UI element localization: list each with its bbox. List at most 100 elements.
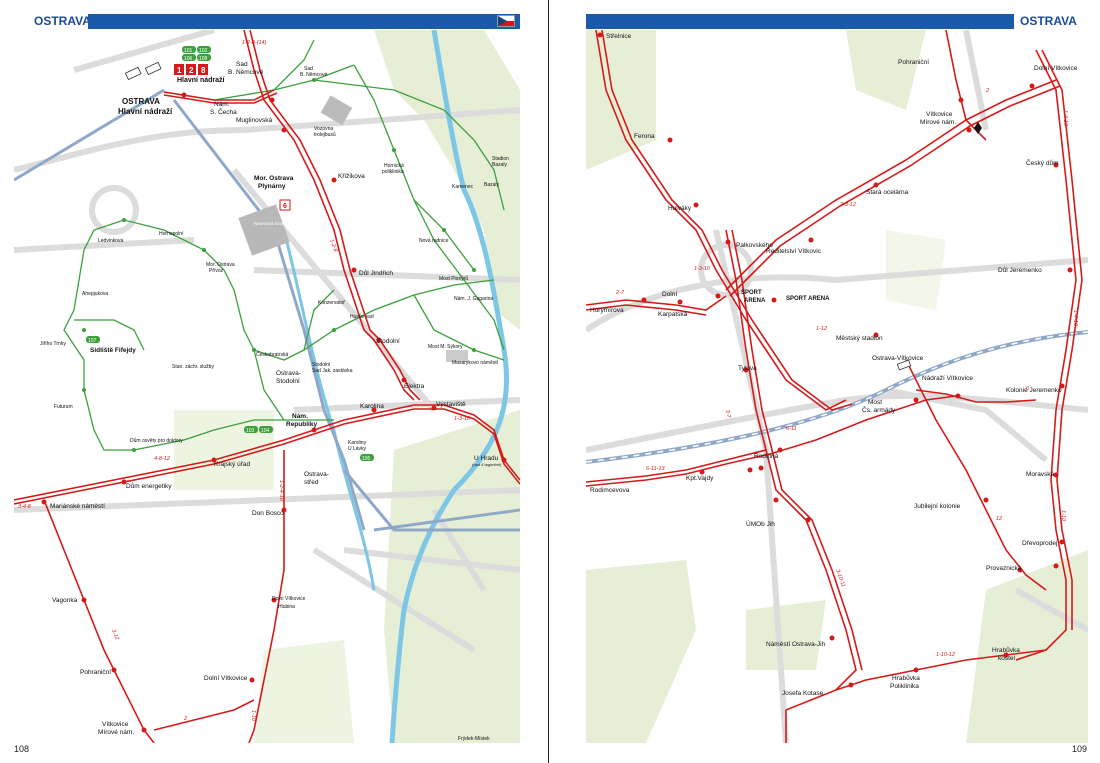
svg-text:Dolní Vítkovice: Dolní Vítkovice — [1034, 65, 1078, 72]
svg-text:1-10: 1-10 — [1060, 510, 1066, 522]
svg-text:2: 2 — [183, 716, 187, 722]
svg-text:Hrabůvka: Hrabůvka — [992, 646, 1020, 654]
left-map-svg: Nerezová Kiosk — [14, 30, 520, 743]
svg-text:SPORT: SPORT — [741, 290, 762, 296]
park-area — [586, 30, 656, 170]
svg-text:106: 106 — [184, 56, 193, 62]
svg-text:Dolní Vítkovice: Dolní Vítkovice — [272, 596, 306, 602]
tram-lines — [586, 30, 1083, 743]
building-block — [446, 350, 468, 362]
railway — [586, 330, 1088, 464]
svg-text:Náměstí Ostrava-Jih: Náměstí Ostrava-Jih — [766, 641, 826, 648]
svg-text:Hornopolní: Hornopolní — [159, 231, 184, 237]
river-ostravice — [282, 229, 376, 591]
svg-text:Vozovna: Vozovna — [314, 126, 333, 132]
svg-text:U Hradu: U Hradu — [474, 455, 499, 462]
left-page: OSTRAVA — [0, 0, 548, 763]
tram-badge-8 — [198, 64, 208, 75]
svg-text:1-10-12: 1-10-12 — [936, 652, 955, 658]
svg-text:12: 12 — [996, 516, 1002, 522]
svg-text:Vítkovice: Vítkovice — [926, 111, 953, 118]
svg-text:Karpatská: Karpatská — [658, 311, 688, 318]
svg-text:1-4-10: 1-4-10 — [1072, 310, 1078, 327]
svg-text:Tylova: Tylova — [738, 365, 757, 372]
svg-text:Ledvinkova: Ledvinkova — [98, 238, 124, 244]
svg-text:101: 101 — [184, 48, 193, 54]
train-station-icon — [124, 61, 162, 81]
svg-text:Vagonka: Vagonka — [52, 597, 78, 604]
park-area — [174, 410, 274, 490]
stop-dots — [41, 92, 507, 733]
building-block — [238, 204, 290, 256]
right-city-title: OSTRAVA — [1020, 14, 1077, 28]
svg-text:4-8-12: 4-8-12 — [154, 456, 170, 462]
svg-text:OSTRAVA: OSTRAVA — [122, 97, 160, 106]
route-number-labels: 2-3-12 1-4-10 2 6 1-12 1-4-10 6-11 12 1-… — [615, 88, 1078, 658]
svg-text:2-3-12: 2-3-12 — [839, 202, 856, 208]
svg-text:1-2-8: 1-2-8 — [328, 239, 338, 254]
svg-text:6: 6 — [283, 203, 287, 210]
svg-text:3-12: 3-12 — [110, 629, 120, 641]
svg-text:Bazaly: Bazaly — [484, 182, 500, 188]
svg-text:Mor. Ostrava: Mor. Ostrava — [254, 175, 294, 182]
park-area — [886, 230, 946, 310]
svg-text:Mor. Ostrava: Mor. Ostrava — [206, 262, 235, 268]
svg-text:102: 102 — [199, 48, 208, 54]
landmark-label: Nerezová Kiosk — [254, 221, 286, 226]
svg-text:Sad Jak. zastávka: Sad Jak. zastávka — [312, 368, 353, 374]
right-page: OSTRAVA — [552, 0, 1100, 763]
svg-text:107: 107 — [88, 338, 97, 344]
park-area — [384, 410, 520, 743]
right-page-number: 109 — [1072, 744, 1088, 754]
svg-text:Elektra: Elektra — [404, 383, 425, 390]
left-page-number: 108 — [14, 744, 30, 754]
svg-text:1-2-4-10: 1-2-4-10 — [278, 480, 284, 502]
svg-text:Bazaly: Bazaly — [492, 162, 508, 168]
svg-text:(nad 4 tagoritmi): (nad 4 tagoritmi) — [472, 462, 502, 467]
svg-text:Hornická: Hornická — [384, 163, 404, 169]
svg-text:Městský stadion: Městský stadion — [836, 335, 883, 342]
svg-text:Dolní Vítkovice: Dolní Vítkovice — [204, 675, 248, 682]
svg-text:Horymírova: Horymírova — [590, 307, 624, 314]
svg-text:Čs. armády: Čs. armády — [862, 405, 896, 414]
svg-text:Ostrava-Vítkovice: Ostrava-Vítkovice — [872, 355, 924, 362]
svg-text:Dřevoprodej: Dřevoprodej — [1022, 540, 1057, 547]
svg-text:Stodolní: Stodolní — [376, 338, 400, 345]
svg-text:kostel: kostel — [998, 655, 1016, 662]
svg-text:Mírové nám.: Mírové nám. — [98, 729, 134, 736]
left-map: Nerezová Kiosk — [14, 30, 520, 743]
right-header-bar — [586, 14, 1014, 29]
svg-text:Mariánské náměstí: Mariánské náměstí — [50, 503, 105, 510]
svg-text:Stodolní: Stodolní — [312, 362, 331, 368]
diamond-icon — [974, 122, 982, 134]
tram-badge-1 — [174, 64, 184, 75]
svg-text:Ahepjukova: Ahepjukova — [82, 291, 108, 297]
svg-text:Výstaviště: Výstaviště — [436, 401, 466, 408]
svg-text:1-12: 1-12 — [816, 326, 827, 332]
svg-text:Stan. záchr. služby: Stan. záchr. služby — [172, 364, 214, 370]
svg-text:Ferona: Ferona — [634, 133, 655, 140]
svg-text:Most Pionýrů: Most Pionýrů — [439, 275, 468, 282]
park-area — [746, 600, 826, 670]
stop-labels: Střelnice Pohraniční Dolní Vítkovice Vít… — [590, 33, 1078, 697]
left-city-title: OSTRAVA — [34, 14, 91, 28]
svg-text:Střelnice: Střelnice — [606, 33, 632, 40]
svg-text:U Lávky: U Lávky — [348, 446, 367, 452]
svg-text:Palkovského: Palkovského — [736, 242, 773, 249]
svg-text:Most M. Sýkory: Most M. Sýkory — [428, 344, 463, 350]
svg-text:Nám.: Nám. — [214, 101, 230, 108]
svg-text:6: 6 — [1026, 386, 1030, 392]
svg-text:105: 105 — [362, 456, 371, 462]
right-map: Střelnice Pohraniční Dolní Vítkovice Vít… — [586, 30, 1088, 743]
svg-text:poliklinika: poliklinika — [382, 169, 404, 175]
svg-text:6-11-13: 6-11-13 — [646, 466, 665, 472]
svg-text:Hulváky: Hulváky — [668, 205, 692, 212]
svg-text:3-10-11: 3-10-11 — [834, 569, 846, 588]
svg-text:103: 103 — [246, 428, 255, 434]
park-area — [966, 550, 1088, 743]
svg-text:Pohraniční: Pohraniční — [80, 669, 111, 676]
svg-text:Frýdek-Místek: Frýdek-Místek — [458, 736, 490, 742]
svg-text:Pohraniční: Pohraniční — [898, 59, 929, 66]
park-area — [846, 30, 926, 110]
svg-text:2: 2 — [985, 88, 989, 94]
